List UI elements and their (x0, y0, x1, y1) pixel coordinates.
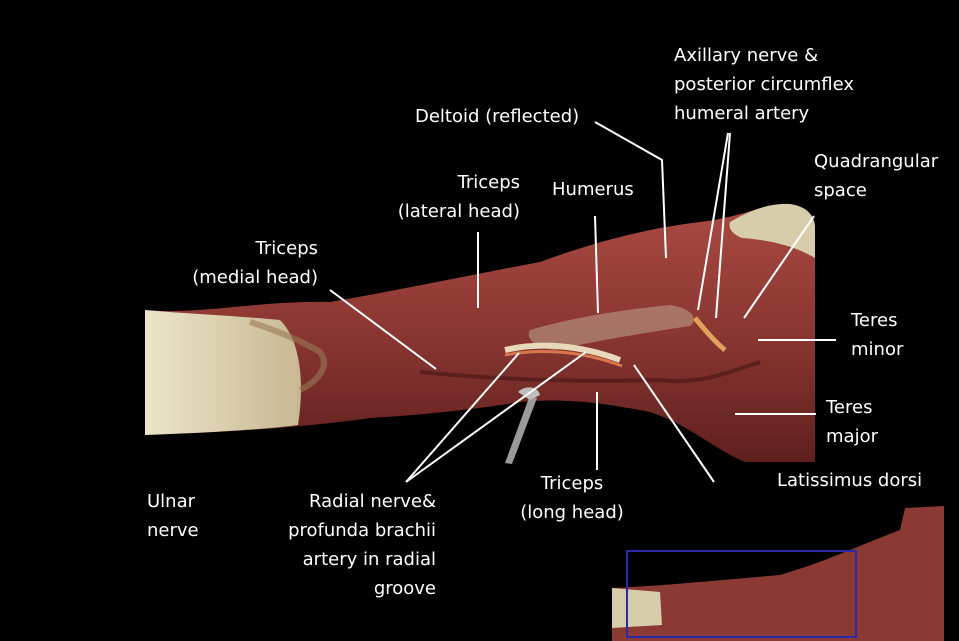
label-triceps-lateral-line2: (lateral head) (397, 201, 520, 222)
label-teres-major-line2: major (826, 426, 878, 447)
leader-axillary-1 (697, 132, 729, 311)
label-deltoid-line1: Deltoid (reflected) (415, 106, 580, 127)
label-quadrangular-line2: space (814, 180, 867, 201)
label-radial-line1: Radial nerve& (309, 491, 436, 512)
label-teres-major: Teres major (826, 393, 878, 451)
label-latissimus-dorsi: Latissimus dorsi (777, 466, 922, 495)
label-humerus-line1: Humerus (552, 179, 634, 200)
label-triceps-long: Triceps (long head) (512, 469, 632, 527)
label-radial-line4: groove (373, 578, 436, 599)
label-humerus: Humerus (552, 175, 634, 204)
label-axillary-line3: humeral artery (674, 103, 810, 124)
label-triceps-medial-line2: (medial head) (192, 267, 318, 288)
elbow-fascia (145, 310, 301, 435)
label-axillary-line1: Axillary nerve & (674, 45, 819, 66)
label-radial-line2: profunda brachii (288, 520, 436, 541)
inset-body (612, 506, 944, 641)
label-triceps-lateral-line1: Triceps (457, 172, 520, 193)
label-quadrangular-line1: Quadrangular (814, 151, 939, 172)
label-quadrangular-space: Quadrangular space (814, 147, 938, 205)
leader-quadrangular (743, 215, 815, 319)
label-ulnar-line2: nerve (147, 520, 199, 541)
label-triceps-medial-line1: Triceps (255, 238, 318, 259)
label-triceps-long-line1: Triceps (540, 473, 604, 494)
leader-axillary-2 (715, 132, 731, 319)
humerus-strip (528, 305, 694, 350)
leader-deltoid (594, 121, 667, 259)
leader-latissimus (633, 364, 715, 483)
label-teres-minor-line2: minor (851, 339, 904, 360)
leader-triceps-medial (329, 289, 437, 370)
leader-lines (329, 121, 836, 483)
muscle-groove (419, 360, 761, 384)
inset-highlight-box (626, 550, 857, 638)
label-axillary-line2: posterior circumflex (674, 74, 854, 95)
retractor-tool (505, 395, 537, 464)
fascia-streak (249, 319, 327, 393)
label-teres-major-line1: Teres (826, 397, 873, 418)
label-latissimus-line1: Latissimus dorsi (777, 470, 923, 491)
label-teres-minor-line1: Teres (851, 310, 898, 331)
label-ulnar-line1: Ulnar (147, 491, 196, 512)
label-triceps-medial: Triceps (medial head) (180, 234, 318, 292)
leader-humerus (594, 215, 599, 314)
radial-nerve-bundle (504, 342, 622, 363)
axillary-bundle (693, 316, 727, 352)
label-triceps-lateral: Triceps (lateral head) (384, 168, 520, 226)
inset-forearm (612, 588, 662, 628)
label-deltoid: Deltoid (reflected) (415, 102, 579, 131)
label-triceps-long-line2: (long head) (520, 502, 624, 523)
label-radial-line3: artery in radial (302, 549, 436, 570)
label-teres-minor: Teres minor (851, 306, 903, 364)
label-radial-nerve: Radial nerve& profunda brachii artery in… (266, 487, 436, 603)
arm-specimen (145, 205, 815, 462)
leader-radial-1 (405, 352, 520, 483)
leader-radial-2 (405, 351, 587, 483)
label-axillary-nerve: Axillary nerve & posterior circumflex hu… (674, 41, 854, 128)
label-ulnar-nerve: Ulnar nerve (147, 487, 199, 545)
